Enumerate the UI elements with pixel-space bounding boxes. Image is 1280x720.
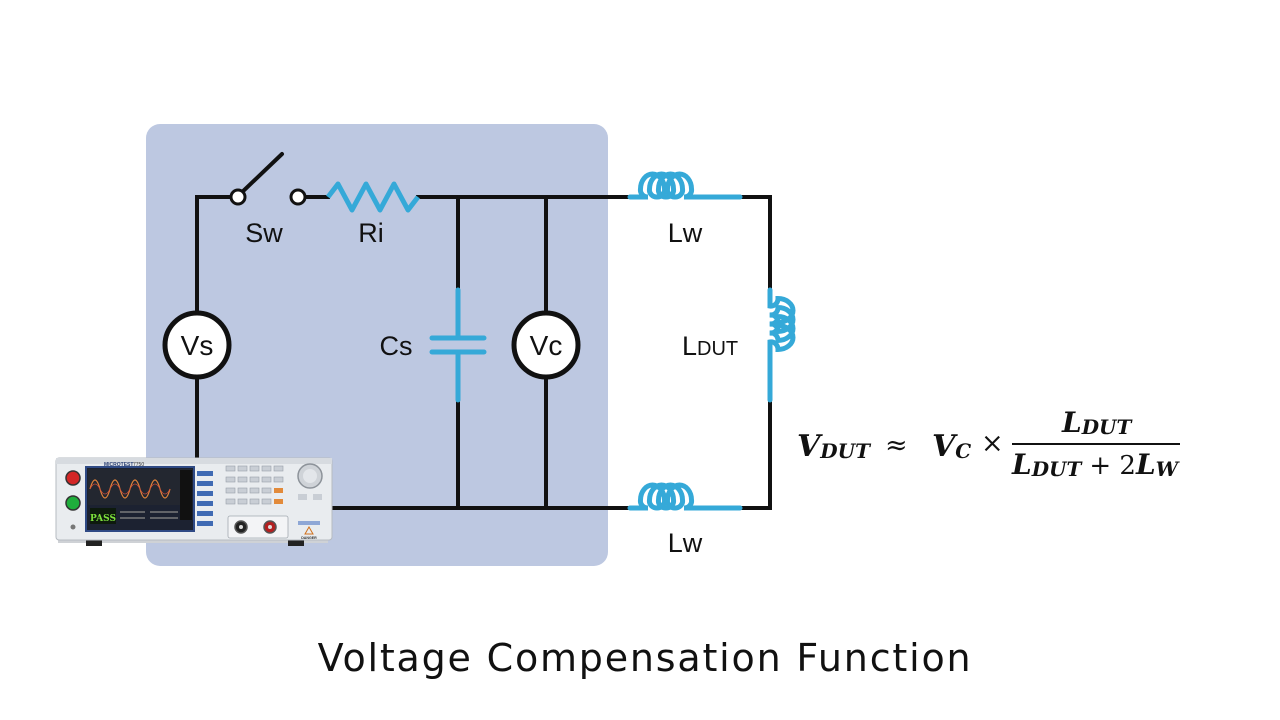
switch-label: Sw [245,218,283,248]
inductor-dut [767,287,796,403]
source-voltmeter: Vs [162,310,232,380]
instrument-model: 7750 [133,462,144,468]
svg-text:VDUT: VDUT [797,429,872,464]
svg-text:VC: VC [932,429,971,464]
instrument-warning: DANGER [301,536,317,540]
svg-text:LDUT+ 2LW: LDUT+ 2LW [1011,448,1181,481]
svg-text:LDUT: LDUT [1061,406,1133,439]
page-title: Voltage Compensation Function [317,636,973,680]
inductor-dut-label: LDUT [682,331,738,361]
inductor-lw-bottom [627,482,743,511]
switch-sw [229,152,307,206]
compensation-voltmeter: Vc [511,310,581,380]
start-button [65,495,81,511]
capacitor-cs [429,287,487,403]
inductor-lw-top-label: Lw [668,218,703,248]
compensation-formula: VDUT ≈ VC × LDUT LDUT+ 2LW [797,406,1181,481]
tester-instrument: MICROTEST 7750 PASS [55,457,333,546]
instrument-panel [146,124,608,566]
instrument-brand: MICROTEST [104,462,133,468]
svg-text:≈: ≈ [885,430,908,461]
resistor-ri [326,181,420,213]
instrument-status: PASS [90,514,116,524]
resistor-label: Ri [358,218,384,248]
compensation-voltmeter-label: Vc [530,330,563,361]
inductor-lw-bottom-label: Lw [668,528,703,558]
source-voltmeter-label: Vs [181,330,214,361]
svg-text:×: × [981,428,1004,459]
capacitor-label: Cs [380,331,413,361]
inductor-lw-top [627,171,743,200]
stop-button [65,470,81,486]
